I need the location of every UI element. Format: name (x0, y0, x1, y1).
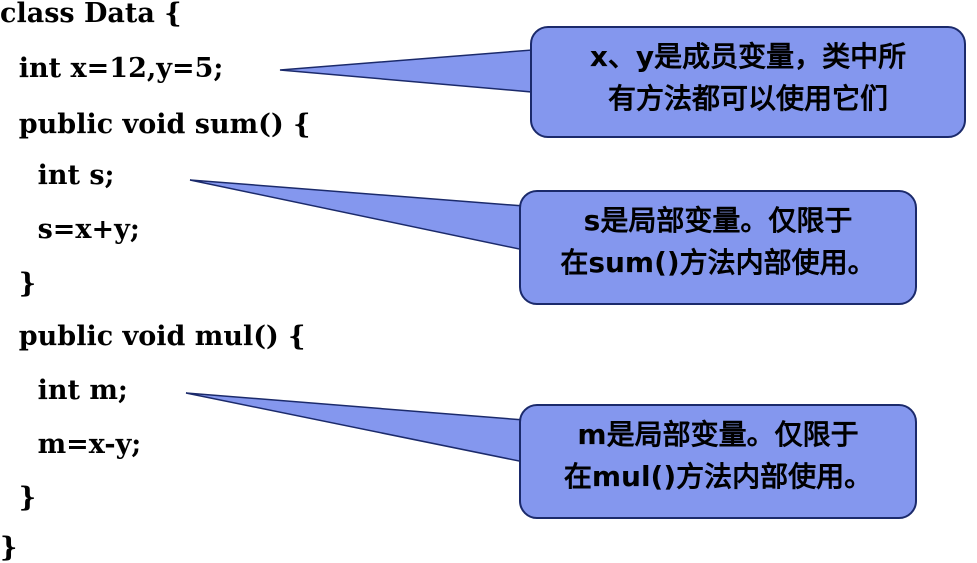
callout-leader-m (185, 392, 525, 463)
callout-m-line1: m是局部变量。仅限于 (577, 418, 859, 451)
code-line-sum-decl: public void sum() { (0, 109, 311, 140)
code-line-fields: int x=12,y=5; (0, 53, 224, 84)
code-line-int-s: int s; (0, 160, 115, 191)
code-line-class-close: } (0, 532, 18, 563)
code-line-int-m: int m; (0, 375, 128, 406)
callout-leader-s (189, 179, 525, 251)
callout-xy-line2: 有方法都可以使用它们 (607, 82, 888, 115)
callout-local-s: s是局部变量。仅限于 在sum()方法内部使用。 (519, 190, 917, 305)
callout-s-line1: s是局部变量。仅限于 (583, 204, 853, 237)
code-line-mul-decl: public void mul() { (0, 321, 306, 352)
code-line-m-assign: m=x-y; (0, 429, 142, 460)
callout-leader-xy (279, 49, 533, 93)
callout-local-m: m是局部变量。仅限于 在mul()方法内部使用。 (519, 404, 917, 519)
callout-s-line2: 在sum()方法内部使用。 (560, 246, 876, 279)
callout-member-variables: x、y是成员变量，类中所 有方法都可以使用它们 (530, 26, 966, 138)
code-line-class-decl: class Data { (0, 0, 182, 29)
callout-xy-line1: x、y是成员变量，类中所 (589, 40, 907, 73)
code-line-sum-close: } (0, 268, 37, 299)
callout-m-line2: 在mul()方法内部使用。 (563, 460, 873, 493)
code-line-s-assign: s=x+y; (0, 214, 140, 245)
code-line-mul-close: } (0, 482, 37, 513)
